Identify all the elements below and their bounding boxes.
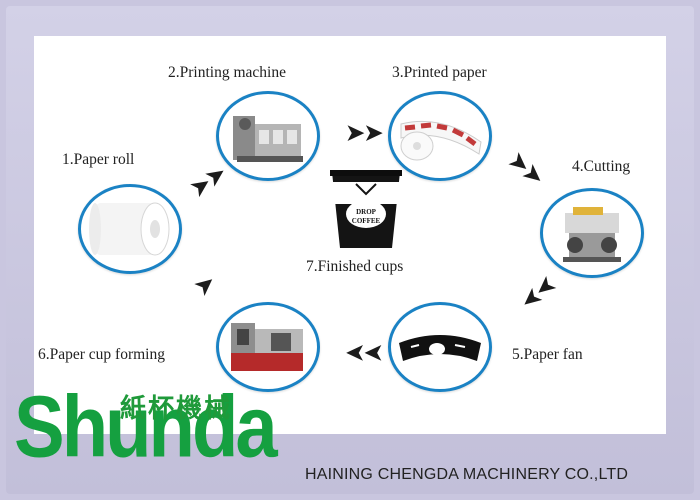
brand-logo-text: Shunda: [14, 378, 278, 476]
printed-paper-icon: [388, 91, 492, 181]
finished-cup-icon: DROP COFFEE: [326, 168, 406, 259]
cup-brand-text-2: COFFEE: [352, 217, 381, 225]
cup-brand-text: DROP: [356, 208, 377, 216]
company-name: HAINING CHENGDA MACHINERY CO.,LTD: [305, 466, 629, 483]
step-5-label: 5.Paper fan: [512, 346, 583, 363]
brand-chinese-text: 紙杯機械: [120, 394, 233, 424]
step-7-label: 7.Finished cups: [306, 258, 404, 275]
printing-machine-icon: [216, 91, 320, 181]
step-1-label: 1.Paper roll: [62, 151, 135, 168]
arrow-5-to-6-icon: ➤➤: [346, 341, 383, 366]
paper-roll-icon: [78, 184, 182, 274]
step-4-label: 4.Cutting: [572, 158, 631, 175]
arrow-2-to-3-icon: ➤➤: [346, 120, 383, 145]
cutting-machine-icon: [540, 188, 644, 278]
paper-fan-icon: [388, 302, 492, 392]
step-6-label: 6.Paper cup forming: [38, 346, 165, 363]
cup-forming-machine-icon: [216, 302, 320, 392]
step-2-label: 2.Printing machine: [168, 64, 286, 81]
step-3-label: 3.Printed paper: [392, 64, 487, 81]
